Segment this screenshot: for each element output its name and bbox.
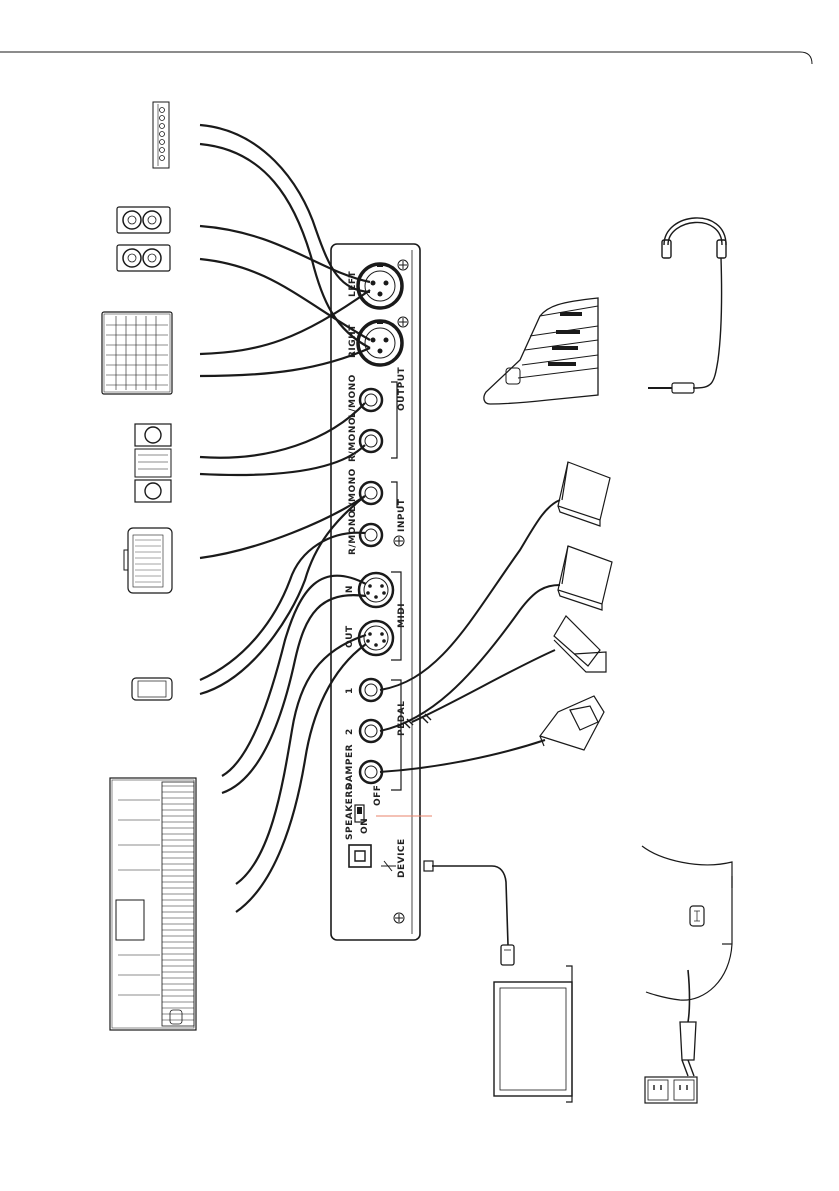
panel-screw bbox=[398, 317, 408, 327]
footswitch-pedal-1 bbox=[558, 462, 610, 526]
damper-pedal bbox=[540, 696, 604, 750]
keyboard-piano-device bbox=[484, 298, 598, 404]
midi-out-label: OUT bbox=[345, 625, 355, 648]
panel-screw bbox=[398, 260, 408, 270]
laptop-computer bbox=[494, 966, 572, 1102]
studio-monitor-bottom bbox=[117, 245, 170, 271]
instrument-body-power bbox=[642, 846, 732, 1000]
rear-panel: LEFT RIGHT L/MONO R/MONO OUTPUT L/MONO R… bbox=[331, 244, 432, 940]
speakers-label: SPEAKERS bbox=[345, 783, 355, 840]
power-cable bbox=[680, 970, 696, 1076]
hifi-stereo-device bbox=[135, 424, 171, 502]
headphones-device bbox=[648, 218, 726, 393]
panel-screw bbox=[394, 913, 404, 923]
footswitch-pedal-2 bbox=[558, 546, 612, 610]
damper-label: DAMPER bbox=[345, 744, 355, 790]
pedal-group-label: PEDAL bbox=[397, 701, 407, 736]
off-label: OFF bbox=[373, 785, 383, 806]
xlr-left-label: LEFT bbox=[348, 270, 358, 297]
audio-interface-device bbox=[153, 102, 169, 168]
midi-group-label: MIDI bbox=[397, 603, 407, 628]
pedal-2-label: 2 bbox=[345, 728, 355, 735]
output-group-label: OUTPUT bbox=[397, 366, 407, 411]
on-label: ON bbox=[360, 818, 370, 834]
expression-pedal bbox=[554, 616, 606, 672]
input-group-label: INPUT bbox=[397, 498, 407, 532]
device-label: DEVICE bbox=[397, 838, 407, 878]
guitar-amp-device bbox=[124, 528, 172, 593]
smartphone-device bbox=[132, 678, 172, 700]
mixer-device bbox=[102, 312, 172, 394]
pedal-1-label: 1 bbox=[345, 687, 355, 694]
usb-cable bbox=[424, 861, 514, 965]
panel-screw bbox=[394, 536, 404, 546]
wall-outlet bbox=[645, 1077, 697, 1103]
studio-monitor-top bbox=[117, 207, 170, 233]
top-rule-curl bbox=[800, 52, 812, 64]
arranger-keyboard-device bbox=[110, 778, 196, 1030]
